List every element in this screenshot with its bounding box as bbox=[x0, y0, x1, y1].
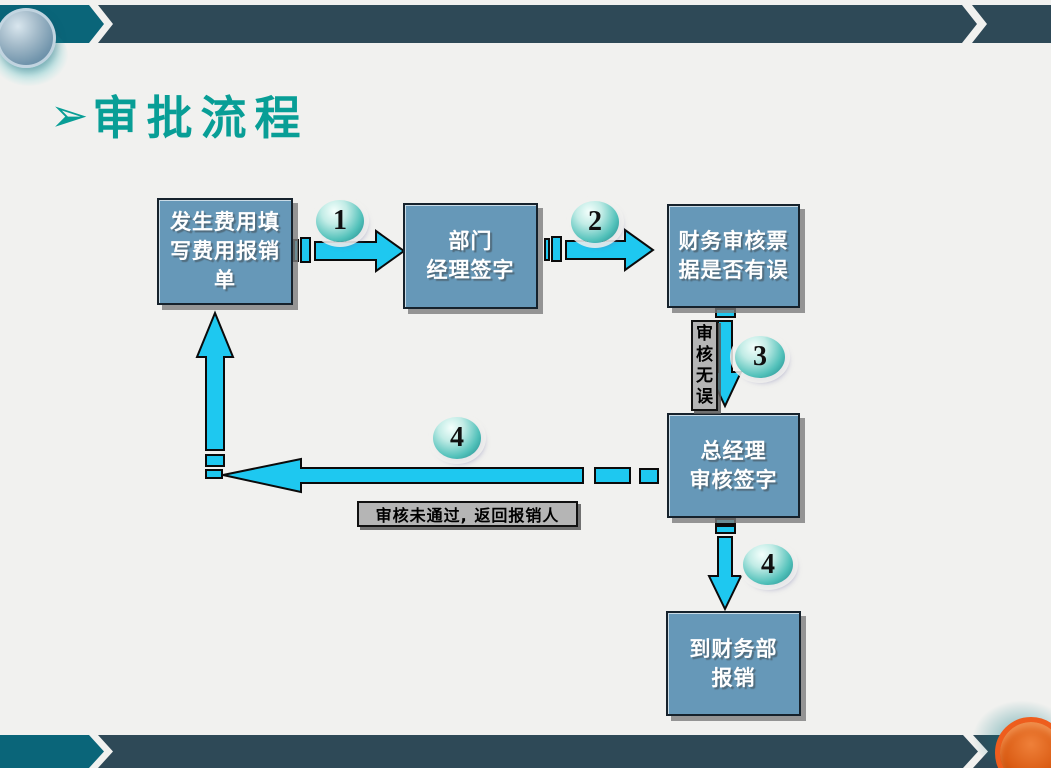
flow-box-finance-reimburse: 到财务部 报销 bbox=[666, 611, 801, 716]
arrow-step2-right bbox=[544, 228, 655, 272]
bottom-bar-teal-chevron bbox=[0, 735, 104, 768]
step-badge-4-return: 4 bbox=[433, 417, 481, 459]
top-banner-bar bbox=[0, 5, 1051, 43]
flow-box-gm-review-sign: 总经理 审核签字 bbox=[667, 413, 800, 518]
arrow-step1-right bbox=[293, 229, 406, 273]
top-bar-slate-right-segment bbox=[972, 5, 1051, 43]
arrow-return-left bbox=[222, 457, 659, 494]
step-badge-1: 1 bbox=[316, 200, 364, 242]
flow-box-fill-expense-form: 发生费用填 写费用报销 单 bbox=[157, 198, 293, 305]
flow-box-dept-manager-sign: 部门 经理签字 bbox=[403, 203, 538, 309]
arrowhead-bullet-icon: ➢ bbox=[50, 88, 89, 142]
step-badge-3: 3 bbox=[735, 336, 785, 378]
flow-box-finance-review: 财务审核票 据是否有误 bbox=[667, 204, 800, 308]
slide-title-text: 审批流程 bbox=[92, 91, 309, 145]
slide-title: ➢ 审批流程 bbox=[50, 82, 309, 148]
step-badge-4-final: 4 bbox=[743, 544, 793, 585]
arrow-return-up bbox=[195, 310, 235, 479]
arrow-step4-down bbox=[707, 518, 743, 612]
bottom-bar-slate-segment bbox=[98, 735, 978, 768]
top-bar-slate-segment bbox=[98, 5, 977, 43]
condition-label-review-failed: 审核未通过, 返回报销人 bbox=[357, 501, 578, 527]
top-left-sphere bbox=[0, 8, 56, 68]
step-badge-2: 2 bbox=[571, 201, 619, 243]
condition-label-review-ok: 审 核 无 误 bbox=[691, 320, 718, 411]
bottom-banner-bar bbox=[0, 735, 1051, 768]
